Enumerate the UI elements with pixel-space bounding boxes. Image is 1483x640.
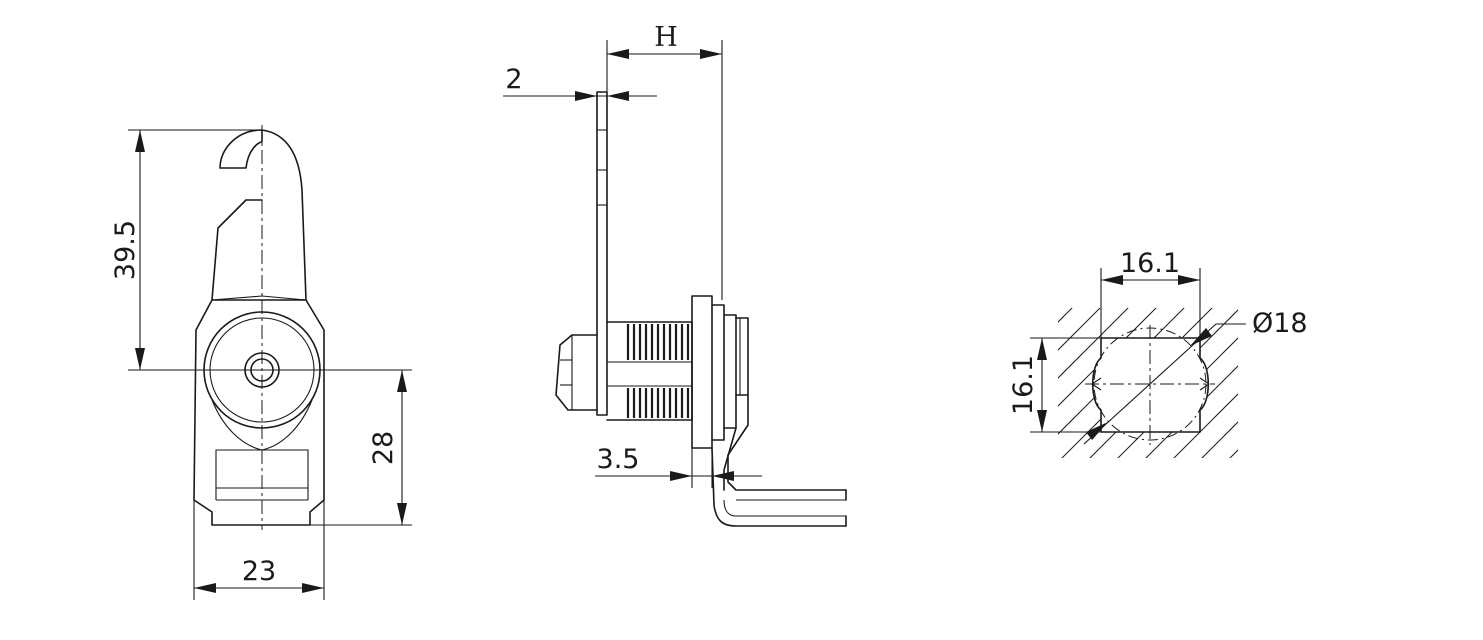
dim-front-width: 23 [194, 556, 324, 593]
dim-label-39-5: 39.5 [110, 220, 141, 280]
dim-label-28: 28 [368, 431, 399, 465]
dim-label-2: 2 [505, 64, 522, 95]
front-view [128, 125, 412, 600]
hatch-pattern [1058, 308, 1238, 458]
dim-cutout-height: 16.1 [1008, 338, 1047, 432]
panel-cutout-view [1030, 268, 1238, 458]
dim-label-H: H [654, 22, 678, 53]
dim-side-offset: 3.5 [595, 444, 762, 481]
dim-front-height-upper: 39.5 [110, 130, 145, 370]
dim-label-23: 23 [242, 556, 276, 587]
dim-cutout-diameter: Ø18 [1083, 308, 1308, 445]
dim-side-H: H [607, 22, 722, 59]
dim-cutout-width: 16.1 [1101, 248, 1200, 285]
thread-upper [626, 324, 690, 360]
dim-label-3-5: 3.5 [597, 444, 640, 475]
side-view [555, 40, 847, 527]
dim-label-16-1-vertical: 16.1 [1008, 355, 1039, 415]
thread-lower [626, 388, 690, 418]
dim-label-16-1-horizontal: 16.1 [1120, 248, 1180, 279]
dim-side-thickness: 2 [503, 64, 657, 101]
dim-front-height-lower: 28 [368, 370, 407, 525]
dim-label-diameter-18: Ø18 [1252, 308, 1308, 339]
